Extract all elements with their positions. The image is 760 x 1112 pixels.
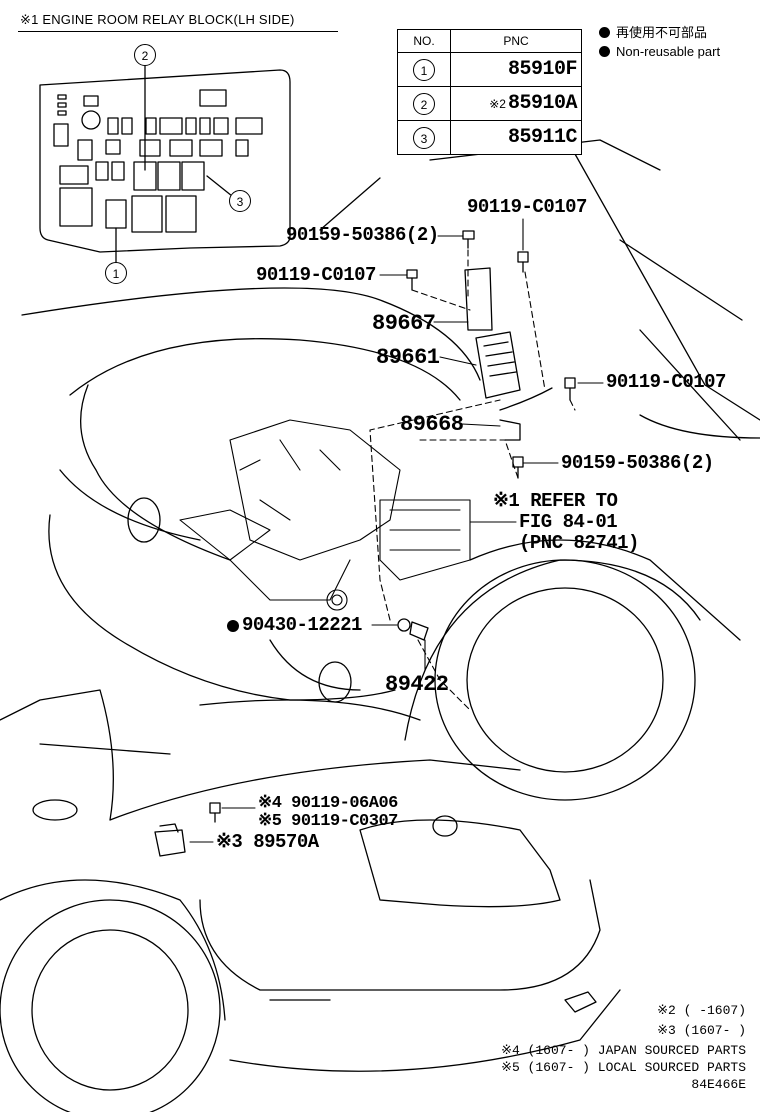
pnc-row-value: 85911C bbox=[450, 120, 582, 155]
label-90119-06a06: ※4 90119-06A06 bbox=[258, 794, 398, 813]
hood-front bbox=[69, 338, 461, 401]
rear-trim bbox=[39, 743, 171, 755]
label-90119-top: 90119-C0107 bbox=[467, 196, 587, 218]
rear-wheel bbox=[0, 899, 221, 1112]
relay-block-fuses bbox=[53, 89, 263, 233]
pnc-header-no: NO. bbox=[397, 29, 451, 53]
label-90159-top: 90159-50386(2) bbox=[286, 224, 439, 246]
label-90119-right: 90119-C0107 bbox=[606, 371, 726, 393]
pnc-header-row: NO. PNC bbox=[397, 29, 582, 53]
exhaust bbox=[564, 991, 597, 1013]
legend-dot-icon bbox=[599, 27, 610, 38]
title-underline bbox=[18, 31, 338, 32]
front-wheel bbox=[434, 559, 696, 801]
label-refer-line3: (PNC 82741) bbox=[519, 532, 639, 554]
tail-lamp bbox=[432, 815, 458, 837]
non-reusable-dot-icon bbox=[227, 620, 239, 632]
pnc-code: 85910A bbox=[507, 92, 578, 115]
pnc-row-no: 1 bbox=[397, 52, 451, 87]
body-line bbox=[319, 177, 381, 231]
relay-callout-1: 1 bbox=[105, 262, 127, 284]
front-wheel bbox=[466, 587, 664, 773]
relay-block-title: ※1 ENGINE ROOM RELAY BLOCK(LH SIDE) bbox=[20, 12, 295, 27]
label-89668: 89668 bbox=[400, 412, 464, 437]
note-3: ※3 (1607- ) bbox=[657, 1023, 746, 1038]
bumper-grille bbox=[59, 469, 201, 541]
rear-wheel bbox=[31, 929, 189, 1091]
pnc-row-no: 3 bbox=[397, 120, 451, 155]
pnc-code: 85910F bbox=[507, 58, 578, 81]
relay-block-outline bbox=[39, 69, 291, 253]
pnc-row: 3 85911C bbox=[397, 120, 582, 155]
fog-lamp bbox=[127, 497, 161, 543]
relay-callout-2: 2 bbox=[134, 44, 156, 66]
relay-callout-3: 3 bbox=[229, 190, 251, 212]
label-89570a: ※3 89570A bbox=[216, 831, 319, 853]
pnc-no-circle: 3 bbox=[413, 126, 435, 149]
body-line bbox=[574, 153, 760, 421]
label-90119-c0307: ※5 90119-C0307 bbox=[258, 812, 398, 831]
rear-fender bbox=[0, 879, 226, 1021]
headlamp bbox=[269, 639, 361, 691]
bumper-upper bbox=[79, 384, 231, 561]
body-line bbox=[639, 414, 760, 439]
note-2: ※2 ( -1607) bbox=[657, 1003, 746, 1018]
legend-en: Non-reusable part bbox=[616, 44, 721, 59]
bolts bbox=[209, 230, 576, 823]
hood-outline bbox=[21, 287, 481, 381]
rear-window bbox=[199, 699, 421, 721]
legend-dot-icon bbox=[599, 46, 610, 57]
door-handle bbox=[32, 799, 78, 821]
sensor-89422 bbox=[397, 618, 429, 641]
label-90119-left: 90119-C0107 bbox=[256, 264, 376, 286]
pnc-no-circle: 1 bbox=[413, 58, 435, 81]
pnc-row-no: 2 bbox=[397, 86, 451, 121]
pnc-no-circle: 2 bbox=[413, 92, 435, 115]
legend-jp: 再使用不可部品 bbox=[616, 25, 708, 40]
windshield-line bbox=[619, 239, 743, 321]
rear-panel bbox=[359, 819, 561, 908]
label-90430: 90430-12221 bbox=[242, 614, 362, 636]
note-5: ※5 (1607- ) LOCAL SOURCED PARTS bbox=[501, 1060, 746, 1075]
body-line bbox=[639, 329, 741, 441]
fog-lamp bbox=[318, 661, 352, 703]
relay-leader-3 bbox=[206, 175, 233, 197]
note-4: ※4 (1607- ) JAPAN SOURCED PARTS bbox=[501, 1043, 746, 1058]
rear-bumper-lower bbox=[229, 989, 621, 1072]
rear-bumper bbox=[199, 879, 601, 991]
rear-body bbox=[0, 689, 521, 821]
wheel-arch bbox=[404, 559, 701, 741]
pnc-header-pnc: PNC bbox=[450, 29, 582, 53]
figure-code: 84E466E bbox=[691, 1077, 746, 1092]
pnc-mark: ※2 bbox=[489, 97, 506, 111]
label-refer-line2: FIG 84-01 bbox=[519, 511, 618, 533]
bumper-lower bbox=[48, 514, 396, 701]
pnc-row: 1 85910F bbox=[397, 52, 582, 87]
label-refer-line1: ※1 REFER TO bbox=[493, 490, 618, 512]
engine bbox=[179, 419, 471, 611]
label-90159-right: 90159-50386(2) bbox=[561, 452, 714, 474]
pnc-code: 85911C bbox=[507, 126, 578, 149]
pnc-row-value: 85910F bbox=[450, 52, 582, 87]
fender bbox=[469, 539, 741, 641]
label-89422: 89422 bbox=[385, 672, 449, 697]
sensor-89570a bbox=[154, 823, 186, 857]
label-89661: 89661 bbox=[376, 345, 440, 370]
label-89667: 89667 bbox=[372, 311, 436, 336]
